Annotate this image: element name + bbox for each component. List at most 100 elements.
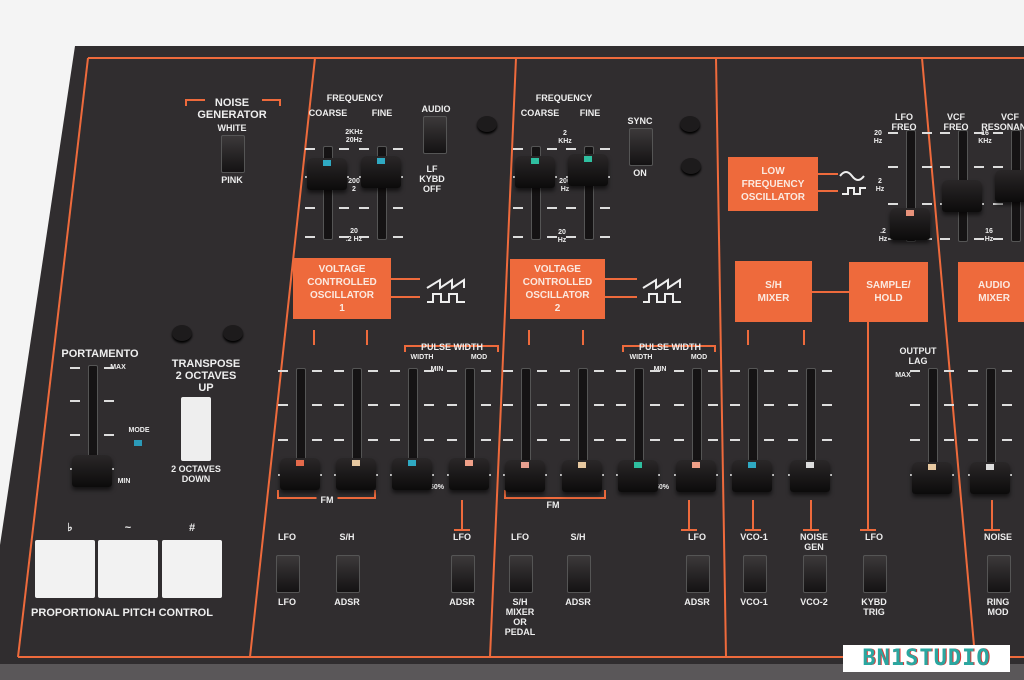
switch-bottom-label: KYBD TRIG [861, 597, 887, 617]
scale-tick [278, 403, 288, 406]
switch-bottom-label: S/H MIXER OR PEDAL [504, 597, 536, 637]
vco2-pwm-switch[interactable] [686, 555, 710, 593]
output-lag-slider[interactable] [912, 462, 952, 494]
scale-tick [944, 439, 954, 442]
scale-tick [424, 403, 434, 406]
scale-tick [359, 147, 369, 150]
transpose-switch[interactable] [181, 397, 211, 461]
scale-tick [922, 132, 932, 135]
scale-tick [447, 403, 457, 406]
panel-button[interactable] [172, 325, 192, 341]
vco2-coarse-slider[interactable] [515, 156, 555, 188]
scale-tick [940, 237, 950, 240]
pitch-pad-flat[interactable] [35, 540, 95, 598]
proportional-pitch-control-label: PROPORTIONAL PITCH CONTROL [31, 607, 213, 619]
panel-button[interactable] [681, 158, 701, 174]
vcf-resonance-slider[interactable] [995, 170, 1024, 202]
scale-tick [993, 132, 1003, 135]
lfo-freq-slider-track[interactable] [906, 130, 916, 242]
sh-trigger-switch[interactable] [863, 555, 887, 593]
vco1-pwm-slider[interactable] [449, 458, 489, 490]
lfo-scale-2: 2 Hz [875, 178, 885, 193]
panel-button[interactable] [223, 325, 243, 341]
vco2-fm-sh-slider[interactable] [562, 460, 602, 492]
scale-tick [594, 439, 604, 442]
scale-tick [104, 399, 114, 402]
slider-cap-color [584, 156, 592, 162]
slider-cap-color [323, 160, 331, 166]
vco2-fine-slider-track[interactable] [584, 146, 594, 240]
vco2-fm-lfo-slider[interactable] [505, 460, 545, 492]
vco1-pwm-switch[interactable] [451, 555, 475, 593]
scale-tick [616, 403, 626, 406]
scale-tick [764, 439, 774, 442]
scale-tick [708, 439, 718, 442]
switch-top-label: VCO-1 [740, 532, 768, 542]
lfo-freq-slider[interactable] [890, 208, 930, 240]
panel-button[interactable] [477, 116, 497, 132]
sync-switch[interactable] [629, 128, 653, 166]
scale-tick [944, 403, 954, 406]
vco1-scale-top: 2KHz 20Hz [345, 129, 363, 144]
vcf-scale-16k: 16 KHz [978, 130, 992, 145]
vco2-fm-sh-switch[interactable] [567, 555, 591, 593]
switch-bottom-label: ADSR [449, 597, 475, 607]
vco2-pwm-slider[interactable] [676, 460, 716, 492]
scale-tick [334, 439, 344, 442]
scale-tick [566, 206, 576, 209]
vco2-pw-50-label: 50% [654, 484, 670, 491]
vco1-fm-sh-switch[interactable] [336, 555, 360, 593]
vcf-scale-16: 16 Hz [984, 228, 994, 243]
vco1-fine-slider-track[interactable] [377, 146, 387, 240]
scale-tick [708, 370, 718, 373]
scale-tick [993, 202, 1003, 205]
vco1-pw-slider[interactable] [392, 458, 432, 490]
scale-tick [560, 370, 570, 373]
vco1-coarse-slider[interactable] [307, 158, 347, 190]
vcf-freq-slider[interactable] [942, 180, 982, 212]
sh-vco1-switch[interactable] [743, 555, 767, 593]
panel-button[interactable] [680, 116, 700, 132]
sh-noise-switch[interactable] [803, 555, 827, 593]
scale-tick [537, 403, 547, 406]
sh-vco1-slider[interactable] [732, 460, 772, 492]
switch-bottom-label: RING MOD [986, 597, 1010, 617]
vco1-fm-lfo-switch[interactable] [276, 555, 300, 593]
vco2-coarse-slider-track[interactable] [531, 146, 541, 240]
scale-tick [944, 370, 954, 373]
vco2-pw-slider[interactable] [618, 460, 658, 492]
ring-mod-switch[interactable] [987, 555, 1011, 593]
slider-cap-color [928, 464, 936, 470]
vco1-coarse-slider-track[interactable] [323, 146, 333, 240]
noise-color-switch[interactable] [221, 135, 245, 173]
portamento-label: PORTAMENTO [61, 348, 139, 360]
vco1-fine-slider[interactable] [361, 156, 401, 188]
vco1-range-switch[interactable] [423, 116, 447, 154]
mode-label: MODE [128, 427, 150, 434]
scale-tick [339, 236, 349, 239]
switch-bottom-label: VCO-1 [740, 597, 768, 607]
audio-noise-slider[interactable] [970, 462, 1010, 494]
scale-tick [940, 166, 950, 169]
portamento-max: MAX [110, 364, 126, 371]
vco1-fm-lfo-slider[interactable] [280, 458, 320, 490]
scale-tick [650, 403, 660, 406]
switch-top-label: LFO [688, 532, 706, 542]
scale-tick [888, 202, 898, 205]
switch-bottom-label: ADSR [565, 597, 591, 607]
vco1-fm-sh-slider[interactable] [336, 458, 376, 490]
pitch-pad-vibrato[interactable] [98, 540, 158, 598]
pitch-pad-sharp[interactable] [162, 540, 222, 598]
portamento-slider[interactable] [72, 455, 112, 487]
scale-tick [650, 439, 660, 442]
scale-tick [537, 370, 547, 373]
vco2-fine-slider[interactable] [568, 154, 608, 186]
scale-tick [600, 206, 610, 209]
scale-tick [481, 403, 491, 406]
sh-noise-slider[interactable] [790, 460, 830, 492]
pad-flat-symbol: ♭ [67, 522, 73, 534]
slider-cap-color [986, 464, 994, 470]
vco2-fm-lfo-switch[interactable] [509, 555, 533, 593]
scale-tick [312, 403, 322, 406]
